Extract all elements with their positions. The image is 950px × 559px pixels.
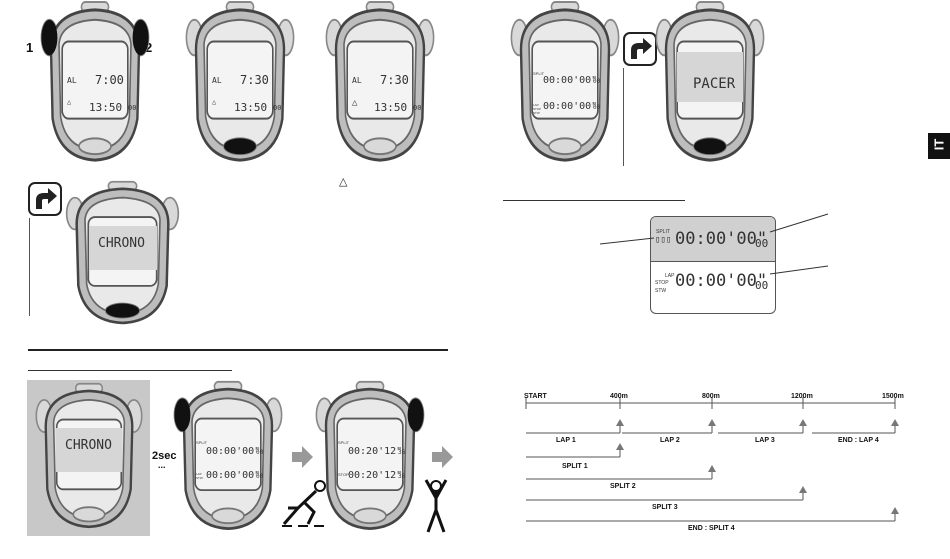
alarm-label: AL — [212, 76, 222, 85]
alarm-label: AL — [67, 76, 77, 85]
lcd-callout-lines — [600, 213, 829, 275]
lap-tag: LAP STOP STW — [533, 103, 542, 115]
bell-icon: △ — [339, 175, 348, 188]
runner-finish-icon — [422, 478, 450, 534]
lap-time: 00:20'12" — [348, 470, 403, 481]
arrow-right-icon — [430, 445, 454, 469]
split-label: SPLIT 2 — [610, 483, 636, 490]
timeline-mark: 400m — [610, 393, 628, 400]
hold-duration: 2sec — [152, 450, 177, 462]
lap-hundredths: 36 — [398, 473, 406, 480]
section-rule — [28, 349, 448, 351]
lap-tag: LAP — [665, 273, 675, 279]
split-tag: SPLIT — [533, 71, 545, 76]
split-hundredths: 00 — [256, 449, 264, 456]
watch-chrono-mode: CHRONO — [60, 180, 185, 330]
language-tab — [928, 133, 950, 159]
clock-time: 13:50 — [234, 101, 268, 114]
split-box-icon: ▯▯▯ — [655, 235, 672, 245]
split-time: 00:00'00" — [543, 75, 598, 86]
lap-label: LAP 2 — [660, 437, 680, 444]
lap-label: LAP 1 — [556, 437, 576, 444]
split-lap-timeline: START 400m 800m 1200m 1500m LAP 1 LAP 2 … — [520, 390, 920, 540]
bell-icon: △ — [212, 98, 217, 106]
split-hundredths: 00 — [755, 237, 769, 250]
split-time: 00:00'00" — [675, 229, 768, 249]
mode-text: CHRONO — [98, 236, 145, 251]
split-time: 00:20'12" — [348, 446, 403, 457]
stop-tag: STOP — [338, 472, 349, 477]
lap-hundredths: 00 — [755, 279, 769, 292]
lap-time: 00:00'00" — [206, 470, 261, 481]
watch-chrono-selected: CHRONO — [30, 382, 148, 534]
runner-start-icon — [278, 478, 334, 528]
right-arrow-icon — [28, 182, 62, 216]
watch-chrono-zero: SPLIT 00:00'00" 00 LAP STW 00:00'00" 00 — [168, 380, 288, 536]
clock-time: 13:50 — [89, 101, 123, 114]
section-rule — [28, 370, 232, 371]
timeline-mark: 800m — [702, 393, 720, 400]
divider-vertical — [29, 218, 30, 316]
timeline-lines — [525, 397, 899, 522]
split-tag: SPLIT — [338, 440, 350, 445]
lap-hundredths: 00 — [256, 473, 264, 480]
timeline-mark: 1200m — [791, 393, 813, 400]
right-arrow-icon — [623, 32, 657, 66]
lcd-detail: SPLIT ▯▯▯ 00:00'00" 00 LAP STOP STW 00:0… — [650, 216, 776, 314]
button-number-left: 1 — [26, 40, 34, 55]
clock-seconds: 00 — [128, 104, 137, 112]
split-hundredths: 36 — [398, 449, 406, 456]
hold-dots: ... — [158, 460, 166, 470]
lap-label: LAP 3 — [755, 437, 775, 444]
bell-icon: △ — [67, 98, 72, 106]
timeline-start: START — [524, 393, 547, 400]
section-rule — [503, 200, 685, 201]
split-label: SPLIT 1 — [562, 463, 588, 470]
split-label: SPLIT 3 — [652, 504, 678, 511]
lap-time: 00:00'00" — [675, 271, 768, 291]
mode-text: CHRONO — [65, 438, 112, 453]
alarm-label: AL — [352, 76, 362, 85]
mode-text: PACER — [693, 76, 736, 92]
split-hundredths: 00 — [593, 78, 601, 85]
arrow-right-icon — [290, 445, 314, 469]
button-number-right: 2 — [145, 40, 153, 55]
alarm-time: 7:00 — [95, 73, 124, 87]
watch-pacer: PACER — [650, 0, 770, 168]
timeline-mark: 1500m — [882, 393, 904, 400]
watch-alarm-on: AL 7:30 △ 13:50 00 — [320, 0, 440, 168]
split-tag: SPLIT — [656, 229, 670, 235]
stop-tag: STOP — [655, 280, 669, 286]
stw-tag: STW — [655, 288, 667, 294]
language-tab-label: IT — [931, 138, 947, 151]
watch-alarm-edit: AL 7:00 △ 13:50 00 — [35, 0, 155, 168]
split-tag: SPLIT — [196, 440, 208, 445]
split-label: END : SPLIT 4 — [688, 525, 735, 532]
divider-vertical — [623, 68, 624, 166]
lap-time: 00:00'00" — [543, 101, 598, 112]
lap-label: END : LAP 4 — [838, 437, 879, 444]
lap-tag: LAP STW — [196, 472, 203, 480]
lap-hundredths: 00 — [593, 104, 601, 111]
alarm-time: 7:30 — [240, 73, 269, 87]
watch-chrono-running: SPLIT 00:20'12" 36 STOP 00:20'12" 36 — [310, 380, 430, 536]
watch-alarm-set: AL 7:30 △ 13:50 00 — [180, 0, 300, 168]
clock-seconds: 00 — [413, 104, 422, 112]
watch-chrono-display: SPLIT 00:00'00" 00 LAP STOP STW 00:00'00… — [505, 0, 625, 168]
clock-seconds: 00 — [273, 104, 282, 112]
bell-icon: △ — [352, 98, 358, 108]
split-time: 00:00'00" — [206, 446, 261, 457]
clock-time: 13:50 — [374, 101, 408, 114]
alarm-time: 7:30 — [380, 73, 409, 87]
